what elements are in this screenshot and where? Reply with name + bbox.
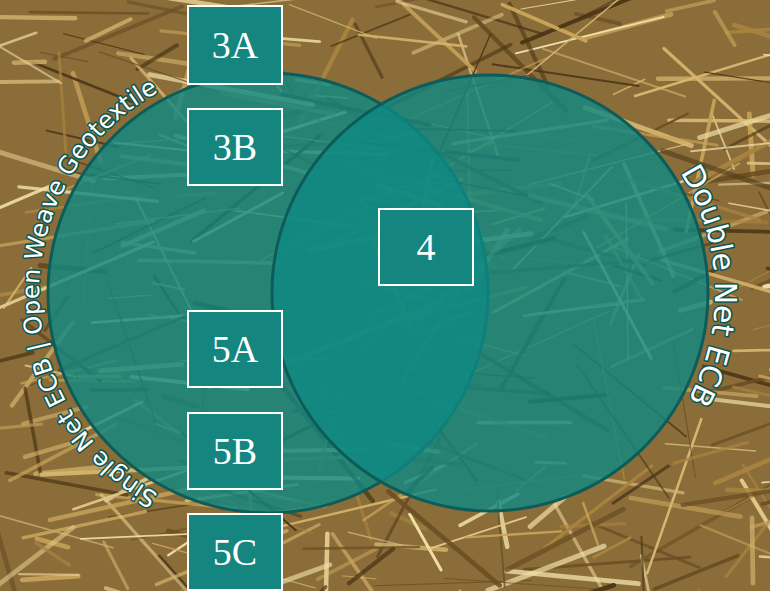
straw-strand [0, 79, 58, 84]
straw-strand [734, 349, 770, 353]
straw-strand [521, 0, 664, 9]
straw-strand [0, 17, 75, 18]
straw-strand [760, 556, 770, 564]
straw-strand [373, 0, 475, 71]
straw-strand [444, 578, 601, 589]
circle-label: Single Net ECB | Open Weave Geotextile [17, 73, 162, 514]
straw-strand [613, 464, 672, 503]
straw-strand [641, 537, 646, 591]
straw-strand [667, 0, 714, 11]
straw-strand [0, 424, 41, 438]
straw-strand [349, 549, 393, 583]
straw-strand [750, 518, 756, 583]
straw-strand [647, 419, 701, 573]
straw-strand [30, 12, 148, 13]
straw-strand [522, 0, 628, 79]
straw-strand [590, 522, 700, 567]
straw-strand [0, 528, 73, 591]
straw-strand [64, 34, 145, 55]
straw-strand [0, 38, 61, 83]
straw-strand [59, 53, 66, 154]
straw-strand [583, 503, 598, 544]
straw-strand [25, 443, 74, 457]
straw-strand [699, 590, 728, 591]
straw-strand [19, 573, 78, 576]
callout-number: 5C [213, 533, 257, 571]
straw-strand [683, 482, 770, 505]
straw-strand [25, 388, 40, 474]
circle-label-path: Double Net ECB [674, 158, 743, 412]
straw-strand [726, 494, 770, 577]
label-arc [39, 87, 168, 499]
callout-number: 5B [213, 432, 257, 470]
straw-strand [14, 62, 45, 63]
label-arc [596, 94, 715, 483]
straw-strand [333, 534, 393, 591]
number-box: 3A [187, 5, 283, 85]
number-box: 4 [378, 208, 474, 286]
circle-label: Double Net ECB [674, 158, 743, 412]
number-box: 5C [187, 513, 283, 591]
straw-strand [0, 33, 36, 48]
straw-strand [635, 50, 770, 96]
straw-strand [466, 531, 561, 537]
straw-strand [705, 72, 770, 94]
straw-strand [748, 163, 770, 165]
straw-strand [641, 555, 663, 591]
straw-strand [700, 101, 770, 137]
straw-strand [137, 45, 177, 69]
circle-outline: Double Net ECB [202, 5, 770, 581]
circle-shape [272, 75, 708, 511]
straw-strand [762, 477, 770, 483]
straw-strand [754, 315, 770, 330]
straw-strand [430, 517, 526, 549]
straw-strand [106, 588, 177, 591]
number-box: 5B [187, 412, 283, 490]
straw-strand [86, 19, 131, 40]
straw-strand [752, 262, 770, 288]
straw-strand [670, 442, 747, 464]
straw-strand [560, 0, 668, 28]
straw-strand [41, 53, 88, 62]
straw-strand [631, 498, 741, 517]
straw-strand [715, 456, 770, 483]
straw-strand [304, 547, 419, 549]
straw-strand [397, 2, 466, 22]
straw-strand [376, 0, 483, 7]
straw-strand [524, 585, 614, 591]
straw-strand [22, 576, 78, 580]
callout-number: 3A [212, 26, 258, 64]
straw-strand [324, 534, 327, 591]
straw-strand [594, 538, 631, 558]
circle-label-path: Single Net ECB | Open Weave Geotextile [17, 73, 162, 514]
straw-strand [289, 5, 376, 39]
straw-strand [726, 22, 770, 32]
straw-strand [654, 556, 738, 589]
straw-strand [502, 5, 585, 41]
straw-strand [762, 497, 770, 504]
straw-strand [331, 15, 409, 47]
number-box: 5A [187, 310, 283, 388]
straw-strand [664, 49, 770, 153]
callout-number: 3B [213, 128, 257, 166]
number-box: 3B [187, 108, 283, 186]
straw-strand [36, 543, 69, 565]
straw-strand [414, 0, 544, 34]
straw-strand [733, 387, 770, 409]
straw-strand [507, 571, 639, 584]
straw-strand [764, 55, 770, 65]
straw-strand [109, 589, 183, 591]
straw-strand [359, 35, 467, 47]
callout-number: 5A [212, 330, 258, 368]
straw-strand [759, 192, 770, 267]
venn-circle: Double Net ECB [272, 75, 708, 511]
straw-strand [729, 203, 770, 224]
straw-strand [715, 12, 735, 45]
straw-strand [104, 542, 128, 589]
callout-number: 4 [417, 228, 436, 266]
